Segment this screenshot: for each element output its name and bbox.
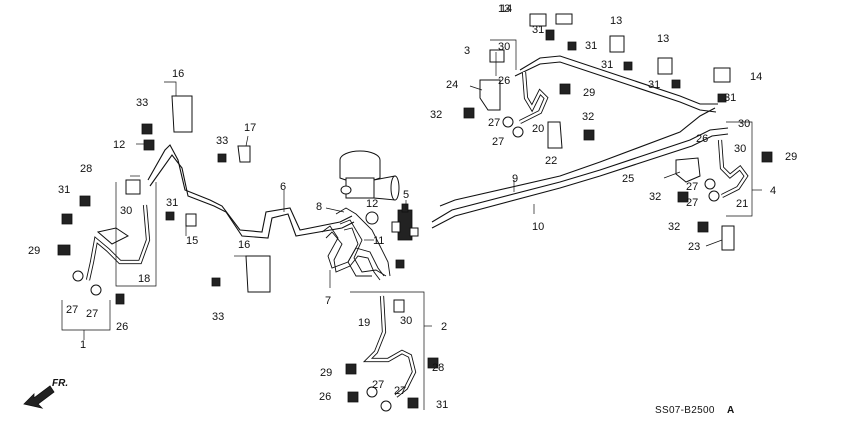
callout-numbers: 1234567891011121213131314141516161718192… (28, 3, 797, 411)
callout-31: 31 (648, 79, 660, 91)
callout-3: 3 (464, 45, 470, 57)
callout-24: 24 (446, 79, 458, 91)
callout-14: 14 (500, 3, 512, 15)
callout-6: 6 (280, 181, 286, 193)
drawing-code-block: SS07-B2500 A (655, 405, 735, 416)
callout-30: 30 (120, 205, 132, 217)
callout-31: 31 (585, 40, 597, 52)
callout-26: 26 (696, 133, 708, 145)
drawing-code-suffix: A (727, 405, 735, 416)
callout-9: 9 (512, 173, 518, 185)
callout-27: 27 (686, 197, 698, 209)
callout-31: 31 (436, 399, 448, 411)
callout-33: 33 (136, 97, 148, 109)
pipe-6-left-run (147, 144, 355, 239)
callout-27: 27 (686, 181, 698, 193)
callout-30: 30 (734, 143, 746, 155)
callout-30: 30 (498, 41, 510, 53)
hose-assembly-rear-upper (463, 71, 595, 149)
callout-29: 29 (583, 87, 595, 99)
callout-20: 20 (532, 123, 544, 135)
callout-1: 1 (80, 339, 86, 351)
fasteners (141, 29, 727, 287)
callout-13: 13 (657, 33, 669, 45)
callout-27: 27 (66, 304, 78, 316)
callout-31: 31 (166, 197, 178, 209)
callout-26: 26 (116, 321, 128, 333)
callout-23: 23 (688, 241, 700, 253)
callout-27: 27 (372, 379, 384, 391)
callout-28: 28 (432, 362, 444, 374)
callout-7: 7 (325, 295, 331, 307)
direction-label: FR. (52, 378, 68, 389)
callout-14: 14 (750, 71, 762, 83)
callout-31: 31 (724, 92, 736, 104)
callout-30: 30 (400, 315, 412, 327)
proportioning-valve (391, 203, 419, 241)
callout-32: 32 (582, 111, 594, 123)
callout-33: 33 (216, 135, 228, 147)
callout-11: 11 (373, 235, 384, 247)
callout-30: 30 (738, 118, 750, 130)
callout-4: 4 (770, 185, 776, 197)
callout-12: 12 (366, 198, 378, 210)
leader-lines (61, 39, 762, 410)
hose-assembly-rear-center (345, 295, 439, 412)
callout-19: 19 (358, 317, 370, 329)
callout-18: 18 (138, 273, 150, 285)
callout-26: 26 (319, 391, 331, 403)
callout-33: 33 (212, 311, 224, 323)
callout-2: 2 (441, 321, 447, 333)
callout-16: 16 (172, 68, 184, 80)
hose-assembly-left-front (57, 195, 151, 305)
callout-31: 31 (532, 24, 544, 36)
callout-27: 27 (394, 385, 406, 397)
callout-26: 26 (498, 75, 510, 87)
callout-13: 13 (610, 15, 622, 27)
callout-27: 27 (492, 136, 504, 148)
callout-10: 10 (532, 221, 544, 233)
callout-27: 27 (488, 117, 500, 129)
drawing-code: SS07-B2500 (655, 405, 715, 416)
callout-31: 31 (601, 59, 613, 71)
callout-25: 25 (622, 173, 634, 185)
callout-16: 16 (238, 239, 250, 251)
callout-5: 5 (403, 189, 409, 201)
callout-27: 27 (86, 308, 98, 320)
callout-21: 21 (736, 198, 748, 210)
callout-32: 32 (649, 191, 661, 203)
front-direction-arrow: FR. (23, 378, 68, 409)
callout-13: 13 (498, 3, 510, 15)
pipe-clips (125, 13, 731, 313)
callout-29: 29 (320, 367, 332, 379)
callout-29: 29 (28, 245, 40, 257)
callout-17: 17 (244, 122, 256, 134)
callout-32: 32 (430, 109, 442, 121)
pipe-7-bundle (321, 207, 391, 281)
callout-8: 8 (316, 201, 322, 213)
callout-12: 12 (113, 139, 125, 151)
callout-32: 32 (668, 221, 680, 233)
callout-29: 29 (785, 151, 797, 163)
hose-assembly-right (675, 139, 773, 251)
pipe-9-10-long-run (431, 55, 729, 229)
callout-28: 28 (80, 163, 92, 175)
callout-31: 31 (58, 184, 70, 196)
master-cylinder (339, 150, 400, 201)
callout-15: 15 (186, 235, 198, 247)
callout-22: 22 (545, 155, 557, 167)
